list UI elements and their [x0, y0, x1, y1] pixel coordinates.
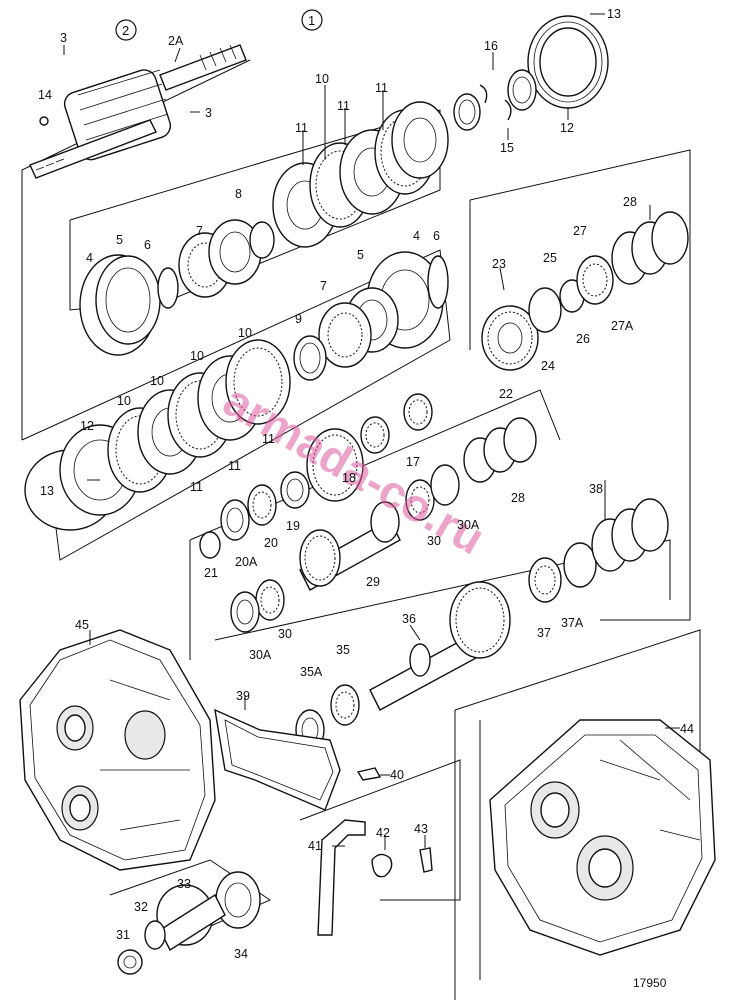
- label-37: 37: [537, 626, 551, 640]
- label-16: 16: [484, 39, 498, 53]
- label-35A: 35A: [300, 665, 323, 679]
- clutch-pack-lower: [24, 339, 291, 531]
- label-42: 42: [376, 826, 390, 840]
- label-11: 11: [375, 81, 388, 95]
- label-10: 10: [238, 326, 252, 340]
- housing-44: [489, 719, 716, 956]
- label-45: 45: [75, 618, 89, 632]
- label-11: 11: [337, 99, 350, 113]
- piston-hub-group-1: [79, 219, 275, 356]
- svg-text:1: 1: [308, 13, 315, 28]
- needle-bearings: [360, 393, 433, 454]
- label-23: 23: [492, 257, 506, 271]
- label-11: 11: [228, 459, 241, 473]
- label-20A: 20A: [235, 555, 258, 569]
- label-3: 3: [60, 31, 67, 45]
- label-30A: 30A: [457, 518, 480, 532]
- figure-number: 17950: [633, 976, 667, 990]
- svg-text:2: 2: [122, 23, 129, 38]
- label-25: 25: [543, 251, 557, 265]
- part-labels: 2A 3 3 14 10 11 11 11 16 13 12 15 4 5 6 …: [38, 7, 694, 990]
- label-32: 32: [134, 900, 148, 914]
- piston-bearing-assembly-top: [453, 15, 609, 131]
- label-30: 30: [278, 627, 292, 641]
- label-10: 10: [150, 374, 164, 388]
- gear-group-middle: [199, 428, 364, 559]
- label-11: 11: [262, 432, 275, 446]
- label-10: 10: [190, 349, 204, 363]
- label-8: 8: [235, 187, 242, 201]
- gear-bearing-group-right: [481, 211, 689, 371]
- label-5: 5: [116, 233, 123, 247]
- output-flange-group: [117, 871, 261, 975]
- label-7: 7: [196, 224, 203, 238]
- output-shaft-36: [295, 581, 511, 751]
- clutch-pack-upper: [272, 101, 449, 248]
- label-13: 13: [607, 7, 621, 21]
- label-26: 26: [576, 332, 590, 346]
- label-40: 40: [390, 768, 404, 782]
- label-24: 24: [541, 359, 555, 373]
- label-34: 34: [234, 947, 248, 961]
- label-30: 30: [427, 534, 441, 548]
- gasket-39: [214, 708, 382, 811]
- label-6: 6: [433, 229, 440, 243]
- label-27A: 27A: [611, 319, 634, 333]
- label-2A: 2A: [168, 34, 184, 48]
- label-31: 31: [116, 928, 130, 942]
- label-33: 33: [177, 877, 191, 891]
- label-18: 18: [342, 471, 356, 485]
- label-10: 10: [117, 394, 131, 408]
- circled-label-2: 2: [115, 19, 137, 41]
- label-12: 12: [560, 121, 574, 135]
- label-37A: 37A: [561, 616, 584, 630]
- label-15: 15: [500, 141, 514, 155]
- label-22: 22: [499, 387, 513, 401]
- label-28: 28: [511, 491, 525, 505]
- label-39: 39: [236, 689, 250, 703]
- label-10: 10: [315, 72, 329, 86]
- leader-lines: [63, 13, 680, 850]
- label-6: 6: [144, 238, 151, 252]
- piston-hub-group-2: [293, 251, 449, 381]
- label-14: 14: [38, 88, 52, 102]
- countershaft-29: [230, 417, 537, 633]
- label-30A: 30A: [249, 648, 272, 662]
- label-28: 28: [623, 195, 637, 209]
- tube-clamp-group: [317, 819, 433, 936]
- label-4: 4: [413, 229, 420, 243]
- label-13: 13: [40, 484, 54, 498]
- label-3: 3: [205, 106, 212, 120]
- housing-45: [19, 629, 216, 871]
- label-12: 12: [80, 419, 94, 433]
- label-35: 35: [336, 643, 350, 657]
- label-20: 20: [264, 536, 278, 550]
- label-17: 17: [406, 455, 420, 469]
- label-41: 41: [308, 839, 322, 853]
- label-11: 11: [295, 121, 308, 135]
- label-4: 4: [86, 251, 93, 265]
- label-5: 5: [357, 248, 364, 262]
- label-29: 29: [366, 575, 380, 589]
- bearing-group-37-38: [528, 498, 669, 603]
- label-7: 7: [320, 279, 327, 293]
- label-27: 27: [573, 224, 587, 238]
- label-38: 38: [589, 482, 603, 496]
- label-19: 19: [286, 519, 300, 533]
- label-36: 36: [402, 612, 416, 626]
- label-44: 44: [680, 722, 694, 736]
- circled-label-1: 1: [301, 9, 323, 31]
- label-9: 9: [295, 312, 302, 326]
- label-43: 43: [414, 822, 428, 836]
- input-shaft-assembly: [29, 44, 247, 179]
- label-11: 11: [190, 480, 203, 494]
- label-21: 21: [204, 566, 218, 580]
